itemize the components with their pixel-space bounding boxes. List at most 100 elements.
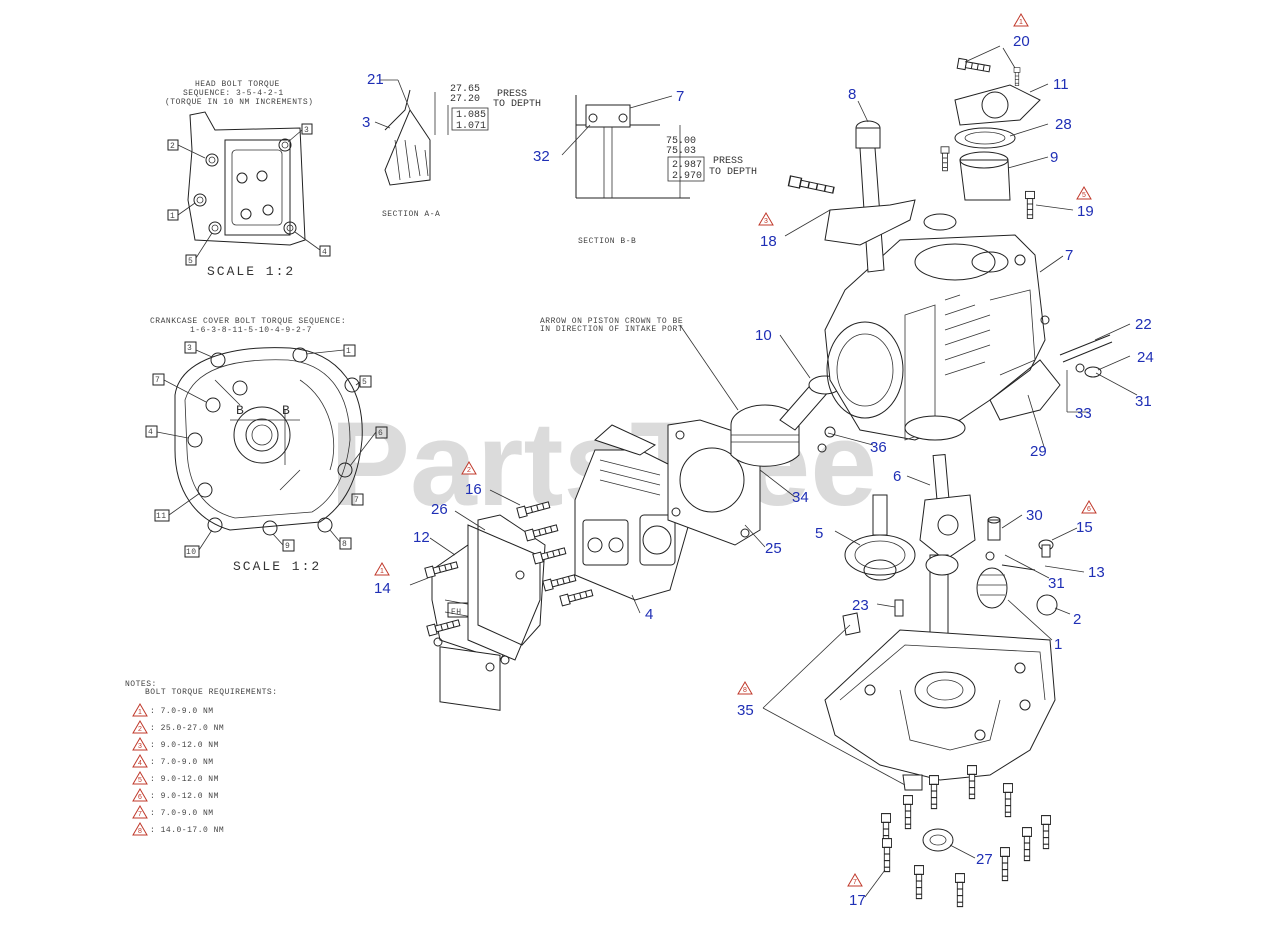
head-bolt-note: (TORQUE IN 10 NM INCREMENTS) [165, 98, 313, 107]
callout-24: 24 [1137, 349, 1154, 366]
callout-3: 3 [362, 114, 370, 131]
head-seq-1: 1 [170, 212, 175, 221]
callout-11: 11 [1053, 76, 1069, 93]
callout-2: 2 [1073, 611, 1081, 628]
torque-marks: 1 5 3 2 1 6 8 7 [374, 13, 1097, 887]
callout-31-right: 31 [1135, 393, 1152, 410]
engine-block [824, 234, 1050, 441]
notes-heading: NOTES: [125, 680, 157, 689]
callout-12: 12 [413, 529, 430, 546]
section-b-b: 75.00 75.03 PRESS TO DEPTH 2.987 2.970 S… [575, 95, 757, 246]
callout-21: 21 [367, 71, 384, 88]
section-b-dim-1: 75.00 [666, 136, 696, 147]
crankcase-section-b-right: B [282, 403, 292, 418]
callout-17: 17 [849, 892, 866, 909]
callout-1: 1 [1054, 636, 1062, 653]
torque-mark-18: 3 [764, 218, 768, 225]
section-a-press: PRESS [497, 89, 527, 100]
callout-6: 6 [893, 468, 901, 485]
callout-25: 25 [765, 540, 782, 557]
callout-10: 10 [755, 327, 772, 344]
note-text-2: : 25.0-27.0 NM [150, 724, 224, 733]
section-a-box-2: 1.071 [456, 121, 486, 132]
crank-seq-1: 1 [346, 347, 351, 356]
crankcase-cover-detail: CRANKCASE COVER BOLT TORQUE SEQUENCE: 1-… [145, 317, 388, 574]
note-mark-7: 7 [138, 811, 142, 818]
callout-leaders [409, 45, 1138, 898]
crank-seq-4: 4 [148, 428, 153, 437]
note-text-6: : 9.0-12.0 NM [150, 792, 219, 801]
callout-4: 4 [645, 606, 653, 623]
section-b-box-2: 2.970 [672, 171, 702, 182]
crank-seq-11: 11 [156, 512, 167, 521]
callout-31-gear: 31 [1048, 575, 1065, 592]
callout-7-block: 7 [1065, 247, 1073, 264]
valve-cover-gasket [477, 514, 546, 646]
callout-8: 8 [848, 86, 856, 103]
crank-seq-3: 3 [187, 344, 192, 353]
crank-seq-6: 6 [378, 429, 383, 438]
note-mark-6: 6 [138, 794, 142, 801]
camshaft-gear [844, 494, 916, 581]
callout-29: 29 [1030, 443, 1047, 460]
head-seq-4: 4 [322, 248, 327, 257]
torque-mark-16: 2 [467, 467, 471, 474]
note-mark-8: 8 [138, 828, 142, 835]
head-bolt-scale: SCALE 1:2 [207, 264, 295, 279]
section-a-dim-2: 27.20 [450, 94, 480, 105]
callout-5: 5 [815, 525, 823, 542]
note-text-3: : 9.0-12.0 NM [150, 741, 219, 750]
callout-23: 23 [852, 597, 869, 614]
section-b-depth: TO DEPTH [709, 167, 757, 178]
valve-cover-assembly: EH [431, 524, 541, 711]
torque-mark-14: 1 [380, 568, 384, 575]
governor-gear [976, 516, 1058, 616]
crankcase-scale: SCALE 1:2 [233, 559, 321, 574]
torque-mark-19: 5 [1082, 192, 1086, 199]
arrow-note-line-1: ARROW ON PISTON CROWN TO BE [540, 317, 683, 326]
callout-19: 19 [1077, 203, 1094, 220]
crankcase-title: CRANKCASE COVER BOLT TORQUE SEQUENCE: [150, 317, 346, 326]
section-a-box-1: 1.085 [456, 110, 486, 121]
callout-15: 15 [1076, 519, 1093, 536]
head-seq-5: 5 [188, 257, 193, 266]
torque-mark-35: 8 [743, 687, 747, 694]
note-mark-5: 5 [138, 777, 142, 784]
callout-30: 30 [1026, 507, 1043, 524]
note-mark-1: 1 [138, 709, 142, 716]
crank-seq-7: 7 [155, 376, 160, 385]
note-mark-3: 3 [138, 743, 142, 750]
callout-26: 26 [431, 501, 448, 518]
cover-bolts [880, 765, 1052, 908]
valve-lifters [842, 599, 904, 636]
callout-22: 22 [1135, 316, 1152, 333]
crank-seq-10: 10 [186, 548, 197, 557]
section-b-dim-2: 75.03 [666, 146, 696, 157]
callout-34: 34 [792, 489, 809, 506]
torque-mark-17: 7 [853, 879, 857, 886]
callout-28: 28 [1055, 116, 1072, 133]
section-a-depth: TO DEPTH [493, 99, 541, 110]
section-a-a: 27.65 27.20 PRESS TO DEPTH 1.085 1.071 S… [374, 79, 541, 219]
callout-14: 14 [374, 580, 391, 597]
callout-32: 32 [533, 148, 550, 165]
notes-subheading: BOLT TORQUE REQUIREMENTS: [145, 688, 278, 697]
callout-18: 18 [760, 233, 777, 250]
head-bolt-detail: HEAD BOLT TORQUE SEQUENCE: 3-5-4-2-1 (TO… [165, 80, 331, 279]
head-bolt-sequence: SEQUENCE: 3-5-4-2-1 [183, 89, 284, 98]
note-text-4: : 7.0-9.0 NM [150, 758, 214, 767]
section-b-press: PRESS [713, 156, 743, 167]
side-fasteners [1059, 334, 1113, 378]
section-b-box-1: 2.987 [672, 160, 702, 171]
governor-seal-stack [923, 84, 1041, 231]
head-seq-2: 2 [170, 142, 175, 151]
note-text-1: : 7.0-9.0 NM [150, 707, 214, 716]
crankcase-sequence: 1-6-3-8-11-5-10-4-9-2-7 [190, 326, 312, 335]
crank-seq-7b: 7 [354, 496, 359, 505]
crankcase-section-b-left: B [236, 403, 246, 418]
callout-36: 36 [870, 439, 887, 456]
crank-seq-5: 5 [362, 378, 367, 387]
head-seq-3: 3 [304, 126, 309, 135]
note-mark-2: 2 [138, 726, 142, 733]
